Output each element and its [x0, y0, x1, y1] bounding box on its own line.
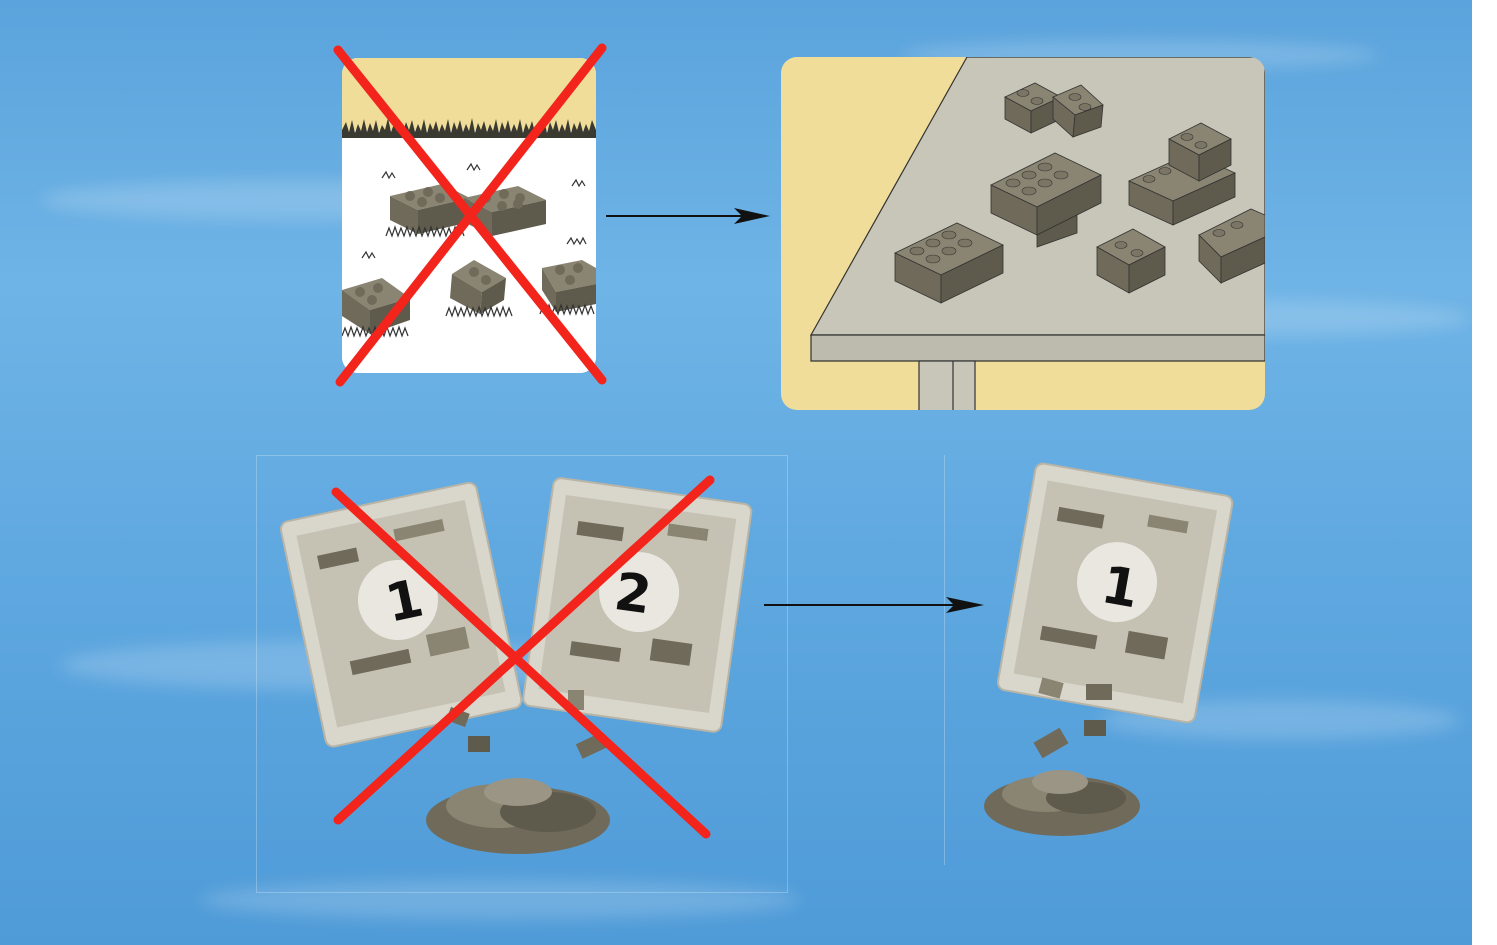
bag-1-single: 1 — [997, 462, 1234, 723]
page-edge — [1472, 0, 1497, 945]
bags-frame-right — [944, 455, 945, 865]
arrow-right-icon-bags — [764, 593, 986, 617]
arrow-right-icon — [606, 204, 772, 228]
wrong-cross-icon — [330, 40, 610, 390]
table-panel-right — [781, 57, 1265, 410]
wrong-cross-icon-bags — [330, 472, 720, 842]
bag-right: 1 — [966, 458, 1256, 858]
